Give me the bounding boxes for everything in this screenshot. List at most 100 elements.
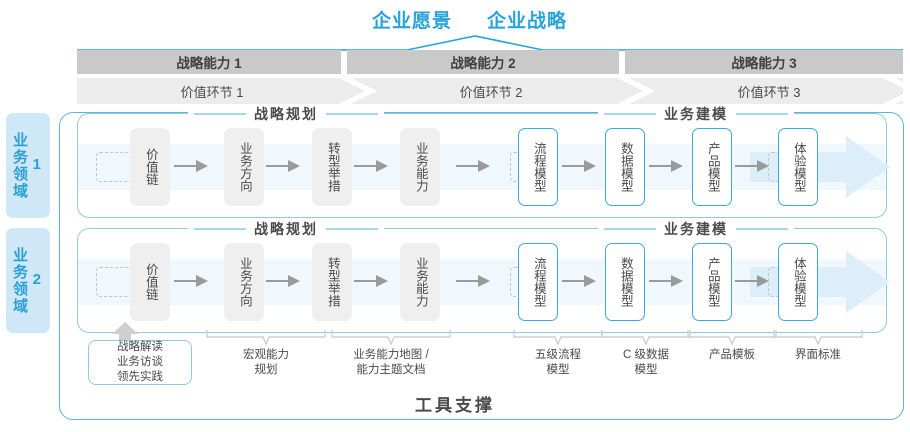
- row-1-node-value-chain-label: 价值链: [143, 148, 158, 186]
- tool-label-macro-capability-line-2: 规划: [254, 363, 278, 376]
- row-2-node-product-model-label: 产品模型: [705, 257, 720, 307]
- row-2-modeling-title: 业务建模: [664, 221, 728, 237]
- tool-label-capability-map-line-1: 业务能力地图 /: [353, 349, 429, 361]
- row-1-planning-line-left: [194, 113, 246, 115]
- row-2-node-experience-model[interactable]: 体验模型: [778, 243, 818, 321]
- row-2-node-business-direction[interactable]: 业务方向: [224, 243, 264, 321]
- value-link-chevron-bar: [77, 78, 903, 104]
- tool-to-row-up-arrow: [112, 322, 138, 344]
- row-2-node-transformation[interactable]: 转型举措: [312, 243, 352, 321]
- row-2-node-transformation-label: 转型举措: [325, 257, 340, 307]
- tool-label-ui-standard: 界面标准: [772, 348, 864, 363]
- tool-box-line-1: 战略解读: [117, 341, 163, 354]
- row-2-node-value-chain-label: 价值链: [143, 263, 158, 301]
- row-1-node-experience-model[interactable]: 体验模型: [778, 128, 818, 206]
- tool-label-data-model: C 级数据 模型: [600, 348, 692, 378]
- row-2-arrow-4: [456, 275, 490, 287]
- row-2-node-process-model[interactable]: 流程模型: [518, 243, 558, 321]
- brace-macro-capability: [206, 330, 326, 346]
- row-1-node-business-capability-label: 业务能力: [413, 142, 428, 192]
- brace-data-model: [601, 330, 691, 346]
- row-1-modeling-line-left: [604, 113, 656, 115]
- tool-label-macro-capability: 宏观能力 规划: [205, 348, 327, 378]
- row-1-section-modeling: 业务建模: [598, 105, 794, 123]
- row-2-planning-line-right: [326, 228, 378, 230]
- domain-row-1: 价值链 业务方向 转型举措 业务能力 流程模型 数据模型 产品模型 体验模型 战…: [77, 105, 890, 218]
- domain-tag-1: 业务领域 1: [6, 113, 50, 218]
- row-1-node-data-model[interactable]: 数据模型: [605, 128, 645, 206]
- row-2-planning-line-left: [194, 228, 246, 230]
- title-enterprise-strategy: 企业战略: [487, 11, 568, 32]
- tool-box-strategy-inputs[interactable]: 战略解读 业务访谈 领先实践: [88, 340, 192, 385]
- row-2-modeling-line-right: [736, 228, 788, 230]
- row-2-node-business-direction-label: 业务方向: [237, 257, 252, 307]
- row-1-node-transformation[interactable]: 转型举措: [312, 128, 352, 206]
- row-1-arrow-5: [562, 160, 596, 172]
- tool-label-process-model: 五级流程 模型: [512, 348, 604, 378]
- value-link-label-1: 价值环节 1: [180, 84, 244, 100]
- row-1-section-planning: 战略规划: [188, 105, 384, 123]
- title-enterprise-vision: 企业愿景: [372, 11, 453, 32]
- domain-tag-2: 业务领域 2: [6, 228, 50, 333]
- row-2-node-business-capability-label: 业务能力: [413, 257, 428, 307]
- row-2-node-data-model[interactable]: 数据模型: [605, 243, 645, 321]
- brace-process-model: [513, 330, 603, 346]
- row-2-flow-arrow: [750, 251, 890, 313]
- domain-row-2: 价值链 业务方向 转型举措 业务能力 流程模型 数据模型 产品模型 体验模型 战…: [77, 220, 890, 333]
- row-2-arrow-5: [562, 275, 596, 287]
- tool-label-macro-capability-line-1: 宏观能力: [243, 349, 289, 361]
- row-2-node-experience-model-label: 体验模型: [791, 257, 806, 307]
- row-1-node-value-chain[interactable]: 价值链: [130, 128, 170, 206]
- domain-tag-2-text: 业务领域: [11, 246, 28, 315]
- row-2-node-process-model-label: 流程模型: [531, 257, 546, 307]
- row-1-node-data-model-label: 数据模型: [618, 142, 633, 192]
- row-1-arrow-6: [649, 160, 683, 172]
- row-1-node-business-direction-label: 业务方向: [237, 142, 252, 192]
- outer-container: [59, 112, 904, 420]
- row-2-arrow-6: [649, 275, 683, 287]
- bottom-title-tool-support: 工具支撑: [415, 396, 495, 415]
- domain-tag-2-index: 2: [28, 271, 46, 290]
- row-1-node-business-capability[interactable]: 业务能力: [400, 128, 440, 206]
- row-2-planning-title: 战略规划: [254, 221, 318, 237]
- row-2-node-business-capability[interactable]: 业务能力: [400, 243, 440, 321]
- tool-label-data-model-line-1: C 级数据: [623, 349, 669, 361]
- row-1-planning-line-right: [326, 113, 378, 115]
- row-1-arrow-1: [174, 160, 208, 172]
- row-2-node-value-chain[interactable]: 价值链: [130, 243, 170, 321]
- row-1-node-experience-model-label: 体验模型: [791, 142, 806, 192]
- capability-header-row: 战略能力 1 战略能力 2 战略能力 3: [77, 50, 903, 74]
- value-link-label-2: 价值环节 2: [459, 84, 523, 100]
- value-link-label-3: 价值环节 3: [737, 84, 801, 100]
- domain-tag-1-index: 1: [28, 156, 46, 175]
- row-2-arrow-1: [174, 275, 208, 287]
- tool-label-product-template: 产品模板: [686, 348, 778, 363]
- tool-label-product-template-line-1: 产品模板: [709, 349, 755, 361]
- row-1-arrow-3: [354, 160, 388, 172]
- brace-product-template: [687, 330, 777, 346]
- row-1-node-business-direction[interactable]: 业务方向: [224, 128, 264, 206]
- row-1-flow-arrow: [750, 136, 890, 198]
- row-1-node-product-model[interactable]: 产品模型: [692, 128, 732, 206]
- tool-box-line-3: 领先实践: [117, 370, 163, 383]
- tool-label-capability-map: 业务能力地图 / 能力主题文档: [330, 348, 452, 378]
- brace-capability-map: [331, 330, 451, 346]
- row-2-section-planning: 战略规划: [188, 220, 384, 238]
- row-2-node-product-model[interactable]: 产品模型: [692, 243, 732, 321]
- row-1-planning-title: 战略规划: [254, 106, 318, 122]
- capability-cell-3: 战略能力 3: [625, 50, 903, 74]
- capability-cell-1: 战略能力 1: [77, 50, 341, 74]
- row-1-node-process-model[interactable]: 流程模型: [518, 128, 558, 206]
- tool-box-line-2: 业务访谈: [117, 356, 163, 369]
- row-2-arrow-7: [735, 275, 769, 287]
- row-2-node-data-model-label: 数据模型: [618, 257, 633, 307]
- row-2-arrow-2: [266, 275, 300, 287]
- row-1-modeling-title: 业务建模: [664, 106, 728, 122]
- row-2-section-modeling: 业务建模: [598, 220, 794, 238]
- brace-ui-standard: [773, 330, 863, 346]
- row-2-modeling-line-left: [604, 228, 656, 230]
- tool-label-data-model-line-2: 模型: [634, 363, 658, 376]
- row-1-node-transformation-label: 转型举措: [325, 142, 340, 192]
- tool-label-ui-standard-line-1: 界面标准: [795, 349, 841, 361]
